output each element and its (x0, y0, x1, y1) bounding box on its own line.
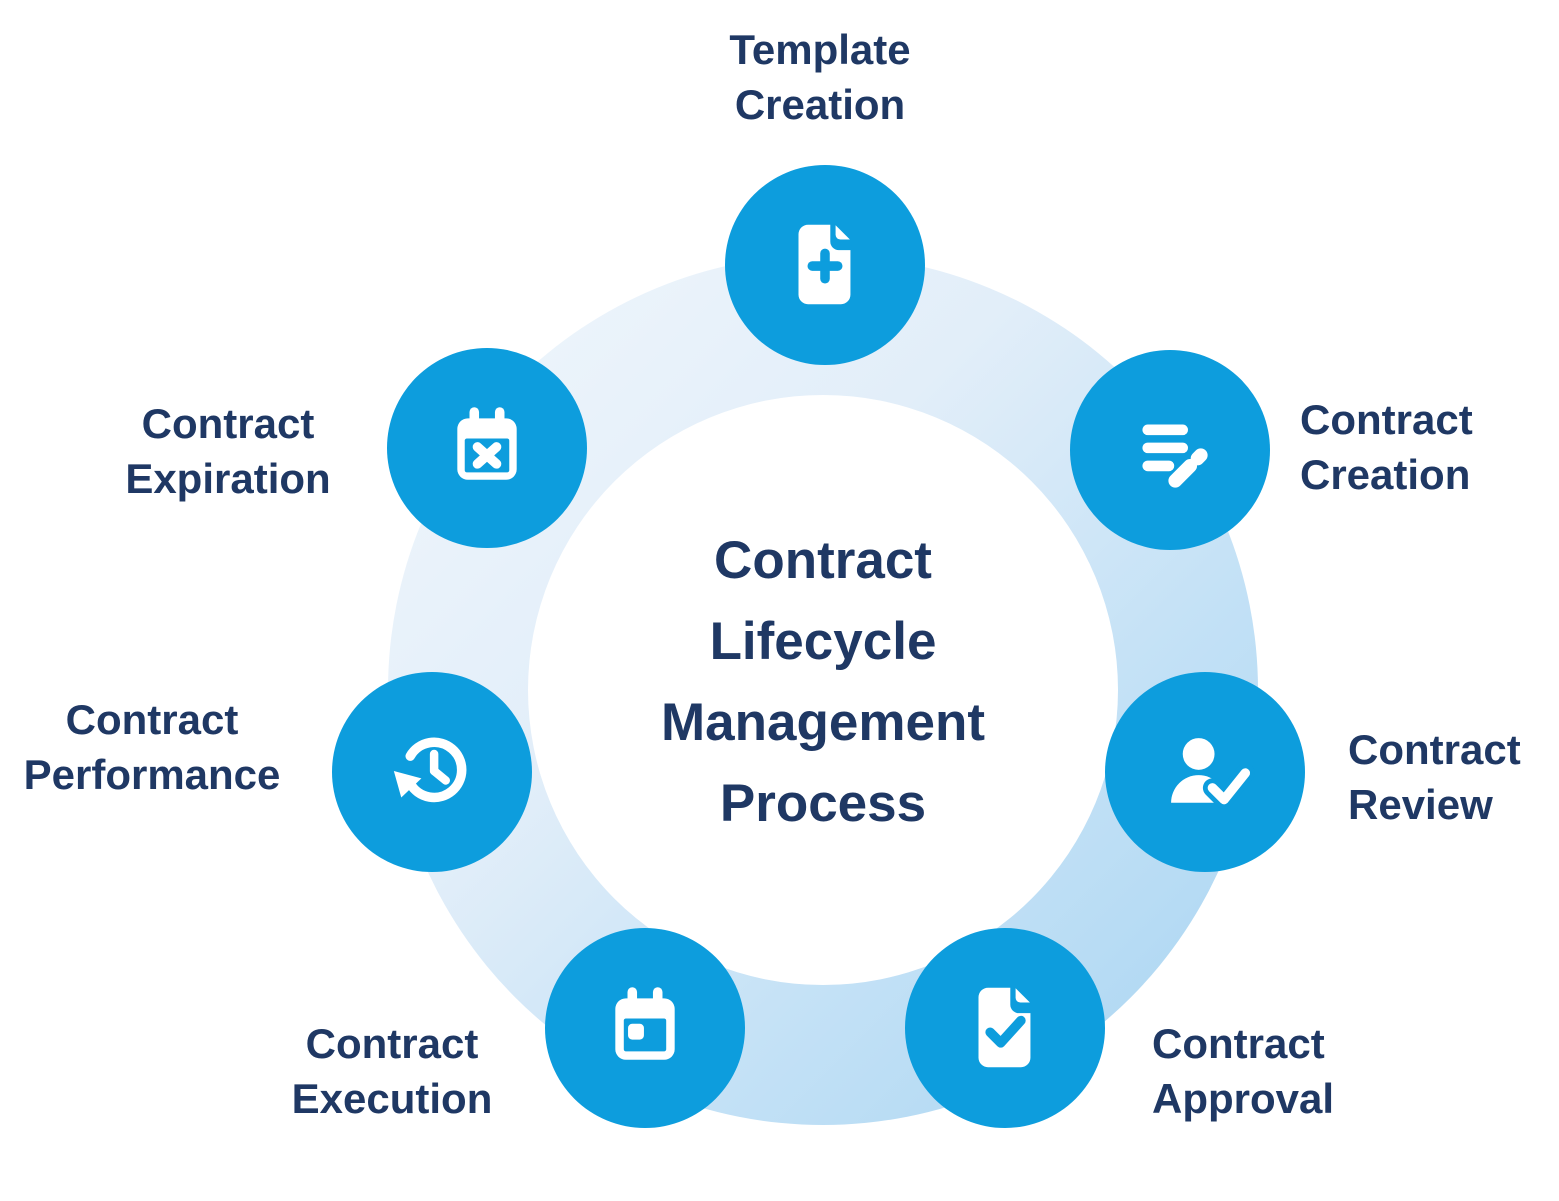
stage-node-contract-creation (1070, 350, 1270, 550)
user-check-icon (1152, 719, 1258, 825)
document-check-icon (952, 975, 1058, 1081)
ring-inner-circle (528, 395, 1118, 985)
stage-node-contract-review (1105, 672, 1305, 872)
text-edit-pencil-icon (1117, 397, 1223, 503)
stage-node-contract-execution (545, 928, 745, 1128)
diagram-title: Contract Lifecycle Management Process (661, 531, 985, 833)
stage-label-contract-creation: Contract Creation (1300, 396, 1473, 498)
history-clock-icon (379, 719, 485, 825)
document-plus-icon (772, 212, 878, 318)
stage-node-contract-approval (905, 928, 1105, 1128)
calendar-x-icon (434, 395, 540, 501)
stage-label-contract-review: Contract Review (1348, 726, 1521, 828)
stage-label-template-creation: Template Creation (729, 26, 911, 128)
calendar-date-icon (592, 975, 698, 1081)
stage-node-contract-expiration (387, 348, 587, 548)
stage-label-contract-execution: Contract Execution (291, 1020, 493, 1122)
stage-label-contract-expiration: Contract Expiration (125, 400, 331, 502)
stage-label-contract-performance: Contract Performance (23, 696, 281, 798)
stage-node-template-creation (725, 165, 925, 365)
stage-node-contract-performance (332, 672, 532, 872)
stage-label-contract-approval: Contract Approval (1152, 1020, 1335, 1122)
